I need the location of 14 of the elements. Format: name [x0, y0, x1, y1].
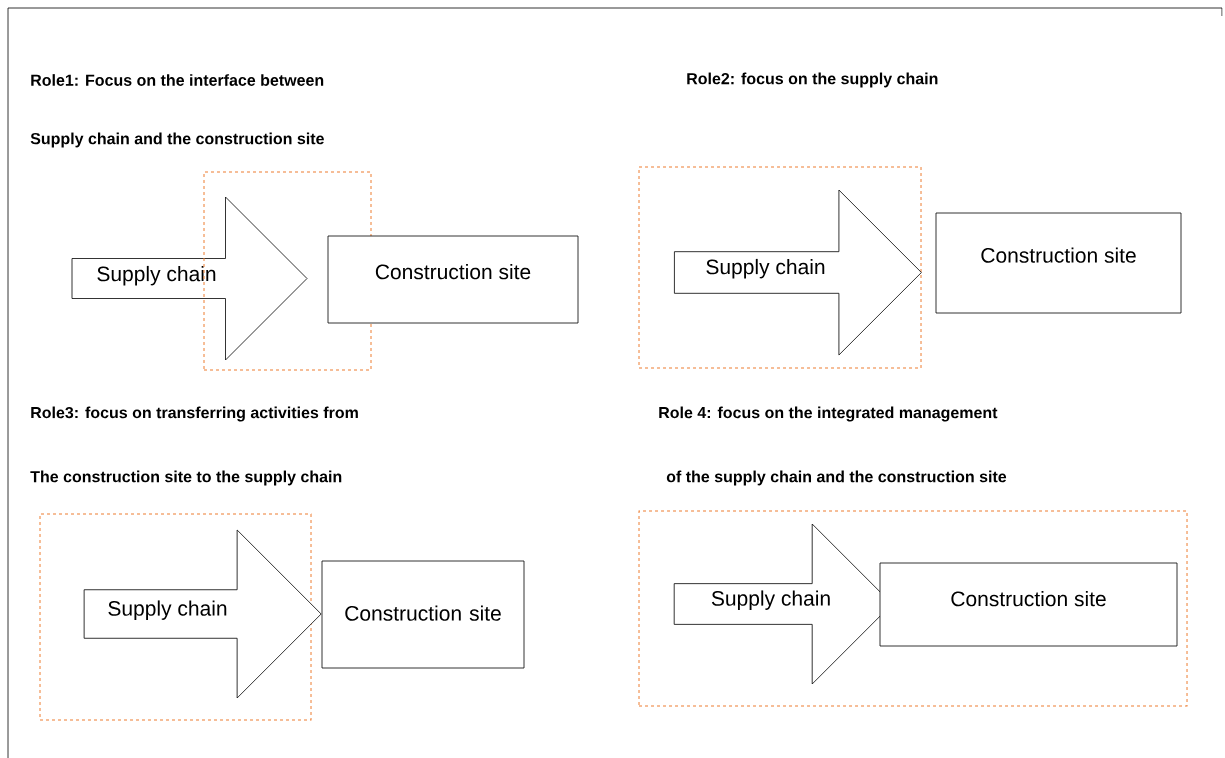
heading: Role2: focus on the supply chain: [687, 72, 938, 88]
dashed-frame: [39, 513, 312, 721]
dashed-frame: [638, 510, 1188, 707]
heading: Supply chain and the construction site: [30, 132, 324, 148]
heading: The construction site to the supply chain: [30, 470, 342, 486]
dashed-frame: [638, 166, 922, 369]
heading: Role1: Focus on the interface between: [31, 74, 324, 86]
heading: Role 4: focus on the integrated management: [659, 406, 998, 422]
process-box: Construction site: [321, 560, 525, 669]
heading: of the supply chain and the construction site: [666, 470, 1007, 486]
heading: Role3: focus on transferring activities from: [31, 406, 358, 422]
process-box: Construction site: [327, 235, 579, 324]
process-box: Construction site: [935, 212, 1182, 314]
process-box: Construction site: [879, 562, 1178, 647]
